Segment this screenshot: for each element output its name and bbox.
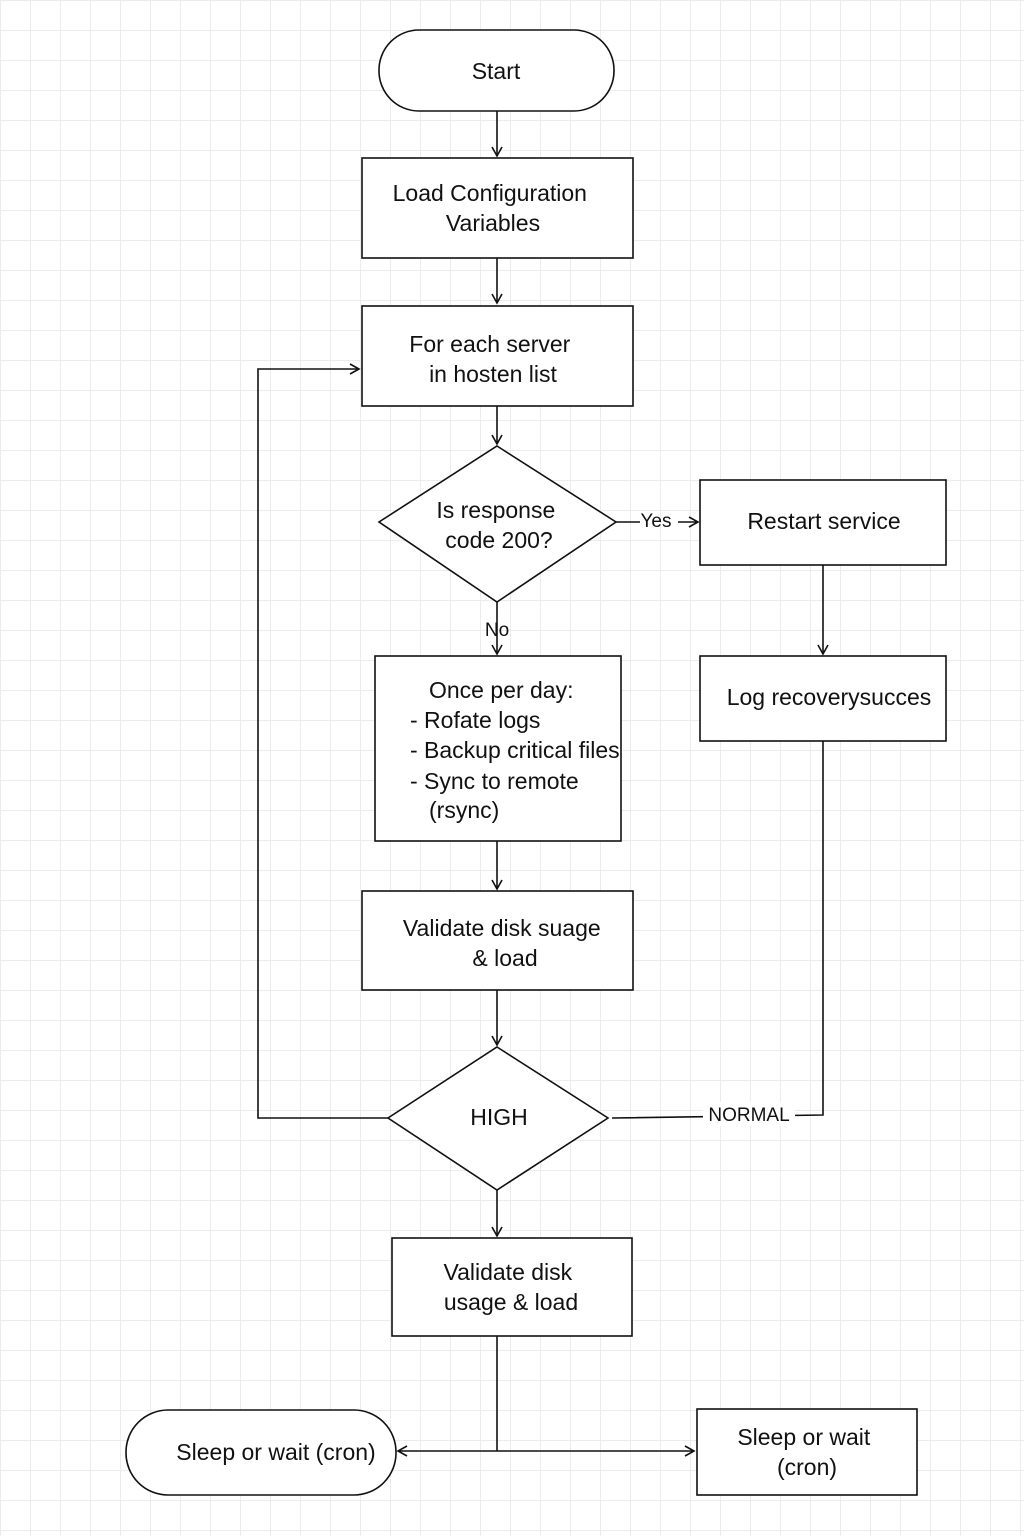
for-each-line-2: in hosten list [429, 361, 557, 387]
once-per-day-text: Once per day: - Rofate logs - Backup cri… [410, 677, 626, 823]
high-text: HIGH [470, 1104, 528, 1130]
start-node: Start [378, 29, 615, 112]
sleep-right-text: Sleep or wait (cron) [737, 1424, 876, 1480]
once-per-day-node: Once per day: - Rofate logs - Backup cri… [374, 655, 626, 842]
edges [257, 111, 829, 1457]
sleep-left-line-1: Sleep or wait (cron) [176, 1439, 375, 1465]
for-each-text: For each server in hosten list [409, 331, 576, 387]
sleep-right-line-1: Sleep or wait [737, 1424, 871, 1450]
restart-service-text: Restart service [747, 508, 900, 534]
sleep-right-line-2: (cron) [777, 1454, 837, 1480]
once-line-1: Once per day: [429, 677, 573, 703]
for-each-line-1: For each server [409, 331, 570, 357]
sleep-wait-terminal-left: Sleep or wait (cron) [125, 1409, 397, 1496]
response-code-text: Is response code 200? [436, 497, 561, 553]
validate-disk-node-1: Validate disk suage & load [361, 890, 634, 991]
edge-log-to-high-normal [611, 741, 824, 1119]
validate2-line-2: usage & load [444, 1289, 578, 1315]
yes-label: Yes [641, 511, 672, 532]
log-recovery-node: Log recoverysucces [699, 655, 947, 742]
validate-disk-node-2: Validate disk usage & load [391, 1237, 633, 1337]
high-line-1: HIGH [470, 1104, 528, 1130]
load-config-line-2: Variables [446, 210, 540, 236]
edge-high-loop-back [257, 363, 388, 1119]
start-line-1: Start [472, 58, 521, 84]
log-recovery-text: Log recoverysucces [727, 684, 932, 710]
response-line-1: Is response [436, 497, 555, 523]
restart-service-node: Restart service [699, 479, 947, 566]
normal-label: NORMAL [708, 1105, 789, 1126]
start-node-text: Start [472, 58, 521, 84]
once-line-3: - Backup critical files [410, 737, 620, 763]
sleep-left-text: Sleep or wait (cron) [176, 1439, 375, 1465]
response-line-2: code 200? [445, 527, 552, 553]
no-label: No [485, 620, 509, 641]
response-code-decision: Is response code 200? [377, 445, 618, 603]
sleep-wait-box-right: Sleep or wait (cron) [696, 1408, 918, 1496]
validate1-line-2: & load [472, 945, 537, 971]
edge-labels: Yes No NORMAL [485, 511, 795, 1126]
validate-disk-2-text: Validate disk usage & load [443, 1259, 578, 1315]
high-decision: HIGH [386, 1046, 610, 1191]
once-line-4: - Sync to remote [410, 768, 579, 794]
once-line-2: - Rofate logs [410, 707, 540, 733]
load-config-node: Load Configuration Variables [361, 157, 634, 259]
load-config-line-1: Load Configuration [393, 180, 587, 206]
once-line-5: (rsync) [429, 797, 499, 823]
log-recovery-line-1: Log recoverysucces [727, 684, 932, 710]
validate2-line-1: Validate disk [443, 1259, 572, 1285]
validate1-line-1: Validate disk suage [403, 915, 601, 941]
validate-disk-1-text: Validate disk suage & load [403, 915, 607, 971]
for-each-server-node: For each server in hosten list [361, 305, 634, 407]
load-config-text: Load Configuration Variables [393, 180, 594, 236]
restart-line-1: Restart service [747, 508, 900, 534]
